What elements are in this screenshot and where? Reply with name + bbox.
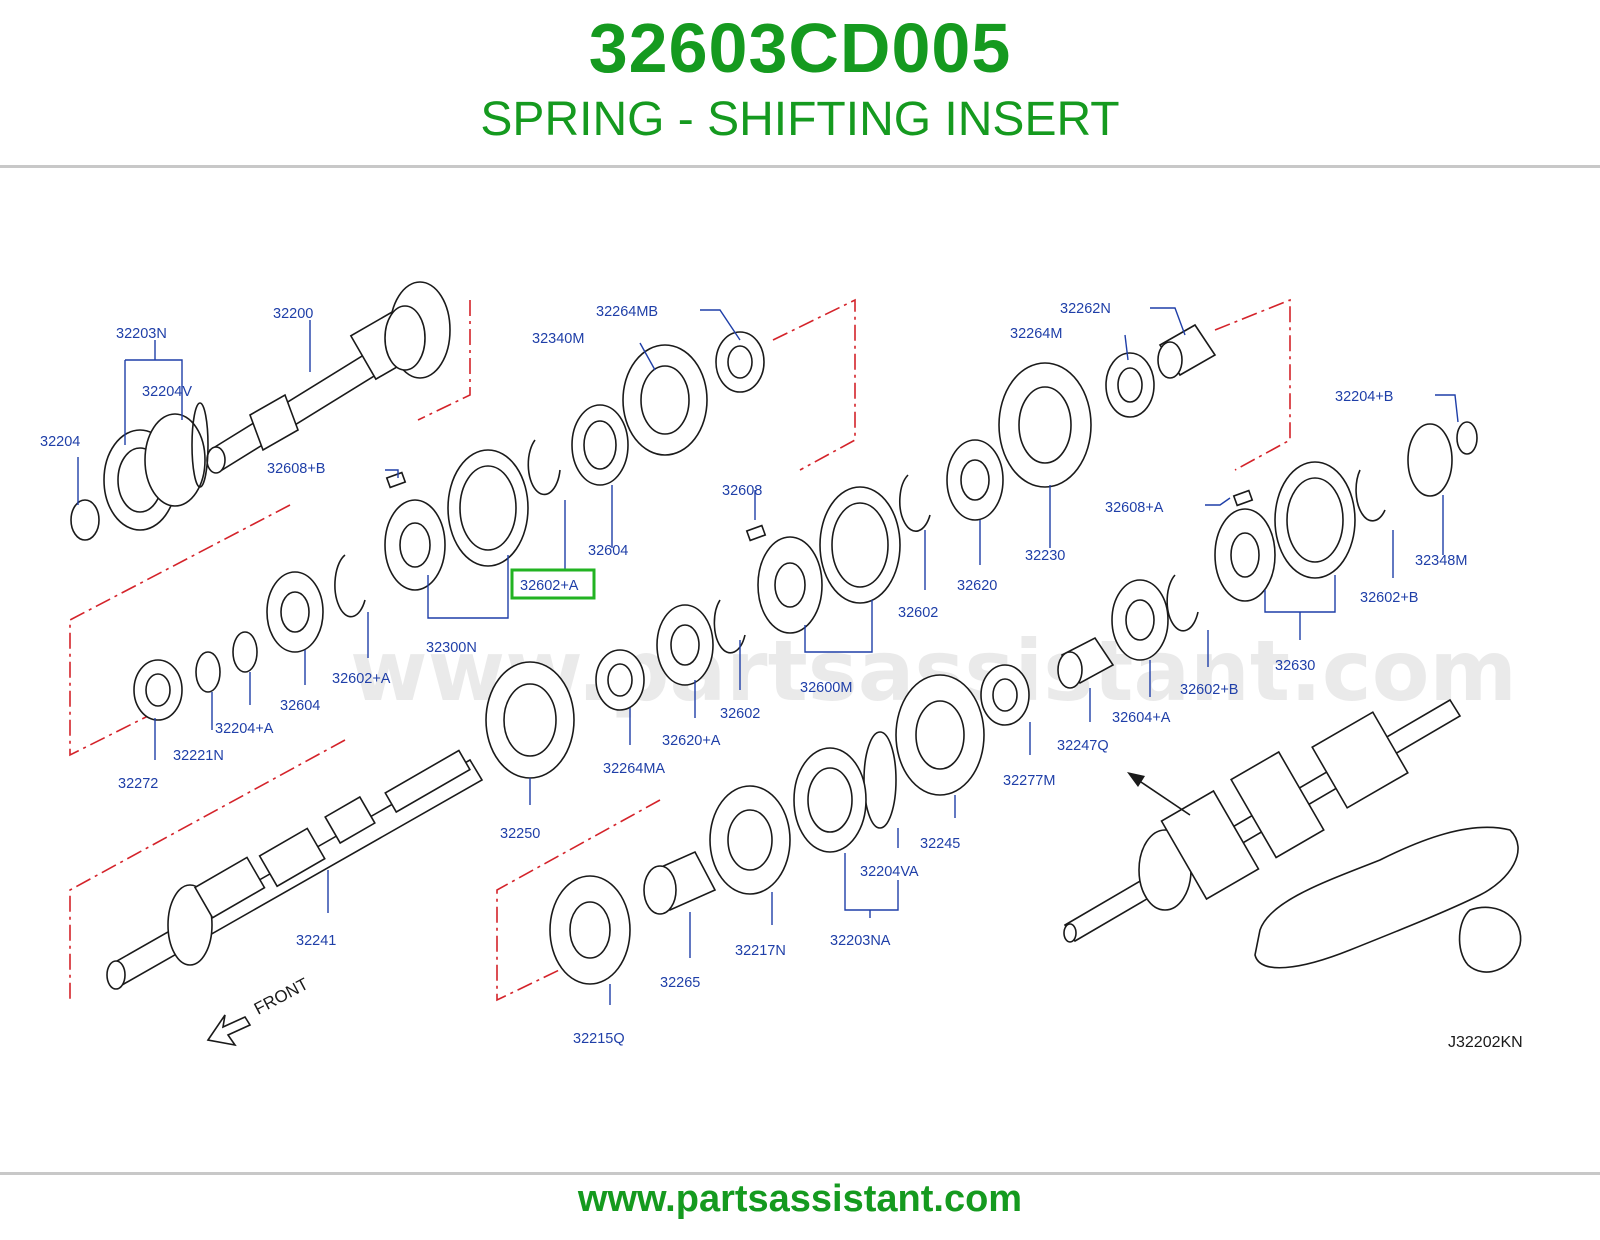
footer-divider <box>0 1172 1600 1175</box>
label-32608b[interactable]: 32608+B <box>267 461 325 477</box>
label-32620[interactable]: 32620 <box>957 578 997 594</box>
label-32602b-upper[interactable]: 32602+B <box>1360 590 1418 606</box>
gear-32250 <box>485 661 575 779</box>
gear-32230 <box>998 362 1092 488</box>
spring-32602-upper <box>898 474 931 532</box>
assembly-guide-lines <box>69 298 1291 1002</box>
gear-32217n <box>709 785 791 895</box>
label-32241[interactable]: 32241 <box>296 933 336 949</box>
label-32348m[interactable]: 32348M <box>1415 553 1467 569</box>
label-32265[interactable]: 32265 <box>660 975 700 991</box>
baulk-ring-32620a <box>656 604 714 686</box>
drawing-code: J32202KN <box>1448 1034 1523 1051</box>
baulk-ring-32604a <box>1111 579 1169 661</box>
label-32604-lower[interactable]: 32604 <box>280 698 320 714</box>
gear-32340m <box>622 344 708 456</box>
bearing-32203na <box>793 747 867 853</box>
label-32262n[interactable]: 32262N <box>1060 301 1111 317</box>
label-32602b-lower[interactable]: 32602+B <box>1180 682 1238 698</box>
insert-32608b <box>385 471 407 489</box>
baulk-ring-32604-lower <box>266 571 324 653</box>
header: 32603CD005 SPRING - SHIFTING INSERT <box>0 0 1600 168</box>
snap-ring-32204b <box>1456 421 1478 455</box>
assembly-direction-arrow <box>1127 772 1191 816</box>
mainshaft-32241 <box>106 749 484 990</box>
label-32204va[interactable]: 32204VA <box>860 864 919 880</box>
label-32630[interactable]: 32630 <box>1275 658 1315 674</box>
label-32203na[interactable]: 32203NA <box>830 933 891 949</box>
label-32204a[interactable]: 32204+A <box>215 721 274 737</box>
label-32250[interactable]: 32250 <box>500 826 540 842</box>
label-32264m[interactable]: 32264M <box>1010 326 1062 342</box>
baulk-ring-32620 <box>946 439 1004 521</box>
baulk-ring-32604-upper <box>571 404 629 486</box>
needle-bearing-32264ma <box>595 649 645 711</box>
needle-bearing-32277m <box>980 664 1030 726</box>
spring-32602b-lower <box>1166 574 1199 632</box>
label-32277m[interactable]: 32277M <box>1003 773 1055 789</box>
label-32203n[interactable]: 32203N <box>116 326 167 342</box>
synchro-assembly-32600m <box>757 486 901 634</box>
label-32230[interactable]: 32230 <box>1025 548 1065 564</box>
label-32204v[interactable]: 32204V <box>142 384 192 400</box>
label-32602-upper[interactable]: 32602 <box>898 605 938 621</box>
label-32217n[interactable]: 32217N <box>735 943 786 959</box>
front-direction-indicator: FRONT <box>206 974 312 1047</box>
label-32604a[interactable]: 32604+A <box>1112 710 1171 726</box>
snap-ring-32204 <box>70 499 100 541</box>
gear-32215q <box>549 875 631 985</box>
bushing-32247q <box>1057 636 1115 689</box>
part-labels: 32200 32203N 32204V 32204 32608+B 32340M… <box>40 301 1467 1047</box>
spring-32602a-upper <box>527 439 561 496</box>
label-32215q[interactable]: 32215Q <box>573 1031 625 1047</box>
insert-32608 <box>745 524 767 542</box>
synchro-assembly-32300n <box>384 449 529 591</box>
label-32245[interactable]: 32245 <box>920 836 960 852</box>
needle-bearing-32272 <box>133 659 183 721</box>
synchro-assembly-32630 <box>1214 461 1356 602</box>
part-number-title: 32603CD005 <box>588 9 1012 87</box>
label-32608[interactable]: 32608 <box>722 483 762 499</box>
input-shaft <box>206 281 451 474</box>
selected-part-highlight <box>510 568 596 600</box>
needle-bearing-32264m <box>1105 352 1155 418</box>
bearing-32203n <box>103 402 209 531</box>
part-name-subtitle: SPRING - SHIFTING INSERT <box>480 93 1120 146</box>
label-32204[interactable]: 32204 <box>40 434 80 450</box>
label-32221n[interactable]: 32221N <box>173 748 224 764</box>
label-32200[interactable]: 32200 <box>273 306 313 322</box>
label-32608a[interactable]: 32608+A <box>1105 500 1164 516</box>
label-32600m[interactable]: 32600M <box>800 680 852 696</box>
label-32620a[interactable]: 32620+A <box>662 733 721 749</box>
label-32602a-highlighted[interactable]: 32602+A <box>520 578 579 594</box>
label-32300n[interactable]: 32300N <box>426 640 477 656</box>
label-32264ma[interactable]: 32264MA <box>603 761 665 777</box>
snap-ring-32204va <box>863 731 897 829</box>
front-label: FRONT <box>251 974 312 1018</box>
bushing-32262n <box>1157 323 1217 379</box>
snap-ring-32204a <box>232 631 258 673</box>
label-32247q[interactable]: 32247Q <box>1057 738 1109 754</box>
header-divider <box>0 165 1600 168</box>
label-32340m[interactable]: 32340M <box>532 331 584 347</box>
spring-32602a-lower <box>334 554 366 618</box>
spring-32602b-upper <box>1355 469 1386 522</box>
thrust-washer-32348m <box>1407 423 1453 497</box>
label-32602-lower[interactable]: 32602 <box>720 706 760 722</box>
washer-32221n <box>195 651 221 693</box>
needle-bearing-32264mb <box>715 331 765 393</box>
label-32602a-lower[interactable]: 32602+A <box>332 671 391 687</box>
footer-url[interactable]: www.partsassistant.com <box>577 1178 1023 1220</box>
insert-32608a <box>1232 489 1254 507</box>
bushing-32265 <box>643 850 717 915</box>
assembled-view <box>1063 698 1522 973</box>
label-32272[interactable]: 32272 <box>118 776 158 792</box>
label-32604-upper[interactable]: 32604 <box>588 543 628 559</box>
label-32264mb[interactable]: 32264MB <box>596 304 658 320</box>
leader-lines <box>77 307 1459 1005</box>
label-32204b[interactable]: 32204+B <box>1335 389 1393 405</box>
gear-32245 <box>895 674 985 796</box>
